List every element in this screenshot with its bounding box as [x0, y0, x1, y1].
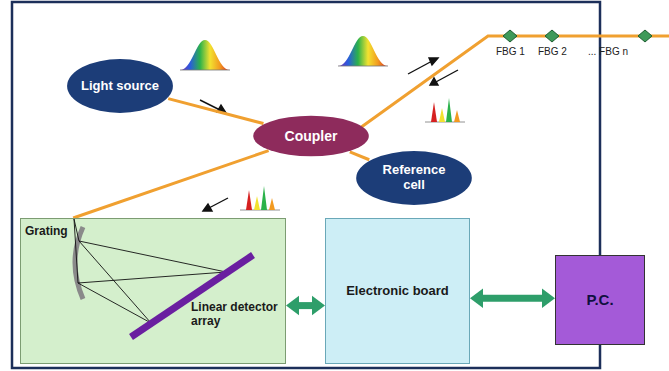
- node-label: Electronic board: [346, 284, 449, 299]
- ellipse-node: Reference cell: [355, 150, 473, 206]
- fiber-connector: [350, 152, 369, 160]
- node-label: Grating: [25, 225, 68, 239]
- ellipse-shape: [253, 116, 369, 156]
- connector-line: [168, 99, 263, 124]
- fbg-label: FBG 1: [496, 46, 525, 57]
- node-label: P.C.: [586, 291, 613, 308]
- ellipse-shape: [67, 59, 173, 113]
- ellipse-node: Light source: [66, 58, 174, 114]
- block-box: P.C.: [555, 255, 645, 345]
- node-label: Coupler: [285, 128, 338, 144]
- ellipse-node: Coupler: [252, 115, 370, 157]
- block-box: GratingLinear detector array: [20, 218, 286, 364]
- node-label: Reference cell: [370, 163, 458, 193]
- arrow-head: [312, 296, 325, 316]
- block-box: Electronic board: [325, 218, 470, 364]
- arrow-head: [470, 289, 483, 309]
- node-label: Light source: [81, 79, 159, 94]
- spectrometer-illustration: [21, 219, 287, 365]
- connector-line: [297, 302, 314, 309]
- fiber-connector: [73, 151, 268, 218]
- data-link-arrow: [286, 296, 325, 316]
- fbg-label: FBG 2: [538, 46, 567, 57]
- grating-symbol: [75, 227, 83, 299]
- ellipse-shape: [356, 151, 472, 205]
- reflected-spectrum: [240, 186, 280, 210]
- fiber-line: [360, 36, 669, 128]
- arrow-head: [286, 296, 299, 316]
- direction-arrows: [200, 58, 458, 211]
- arrow-head: [542, 288, 555, 308]
- instrument-frame: [12, 2, 600, 368]
- connector-line: [73, 151, 268, 218]
- reflected-spectrum: [425, 98, 465, 122]
- data-link-arrow: [470, 288, 555, 308]
- node-label: Linear detector array: [191, 301, 283, 329]
- connector-line: [481, 295, 544, 302]
- fiber-connector: [168, 99, 263, 124]
- fbg-label: ... FBG n: [588, 46, 628, 57]
- fbg-diamonds: [503, 30, 652, 42]
- connector-line: [350, 152, 369, 160]
- source-spectrum: [180, 40, 230, 70]
- source-spectrum: [338, 36, 388, 66]
